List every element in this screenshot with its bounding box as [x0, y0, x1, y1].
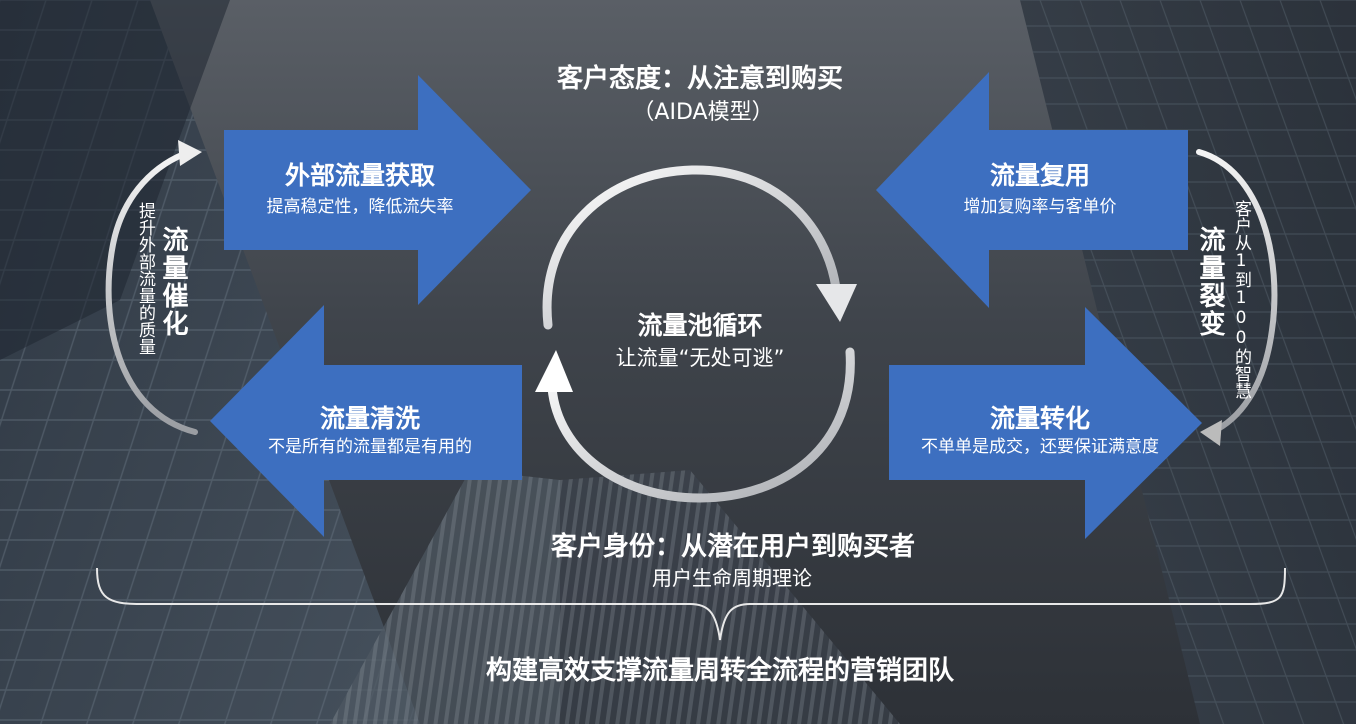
arrow-reuse: [876, 72, 1188, 308]
left-side-subtitle: 提升外部流量的质量: [135, 202, 155, 355]
arrow-external-title: 外部流量获取: [284, 161, 436, 190]
arrow-convert-title: 流量转化: [989, 404, 1091, 433]
arrow-external: [224, 75, 531, 305]
cycle-arrowhead-up-icon: [535, 350, 573, 392]
bottom-brace: [96, 567, 1286, 641]
arrow-clean-title: 流量清洗: [319, 404, 421, 433]
left-side-arc: [105, 140, 202, 435]
arrow-convert-subtitle: 不单单是成交，还要保证满意度: [921, 437, 1159, 457]
left-arc-arrowhead-icon: [178, 140, 202, 166]
right-side-arc: [1196, 149, 1278, 446]
right-side-title: 流量裂变: [1195, 226, 1225, 338]
arrow-reuse-title: 流量复用: [989, 161, 1091, 190]
footer-title: 构建高效支撑流量周转全流程的营销团队: [485, 656, 955, 686]
top-subtitle: （AIDA模型）: [632, 100, 774, 125]
bottom-subtitle: 用户生命周期理论: [652, 566, 812, 590]
left-building: [0, 0, 420, 724]
center-subtitle: 让流量“无处可逃”: [615, 346, 785, 370]
cycle-arc-top: [542, 165, 841, 330]
cycle-ring: [535, 165, 857, 503]
arrow-external-subtitle: 提高稳定性，降低流失率: [266, 197, 454, 217]
cycle-arrowhead-down-icon: [816, 284, 857, 322]
top-title: 客户态度：从注意到购买: [556, 64, 844, 94]
center-title: 流量池循环: [637, 311, 763, 340]
arrow-clean: [210, 305, 522, 537]
bottom-tower: [330, 470, 900, 724]
cycle-arc-bottom: [547, 347, 855, 503]
bottom-title: 客户身份：从潜在用户到购买者: [550, 532, 916, 562]
left-side-title: 流量催化: [158, 226, 188, 338]
right-side-subtitle: 客户从1到100的智慧: [1231, 200, 1251, 399]
arrow-convert: [889, 307, 1202, 539]
arrow-clean-subtitle: 不是所有的流量都是有用的: [268, 437, 472, 457]
arrow-reuse-subtitle: 增加复购率与客单价: [963, 197, 1117, 217]
right-arc-arrowhead-icon: [1200, 420, 1222, 446]
